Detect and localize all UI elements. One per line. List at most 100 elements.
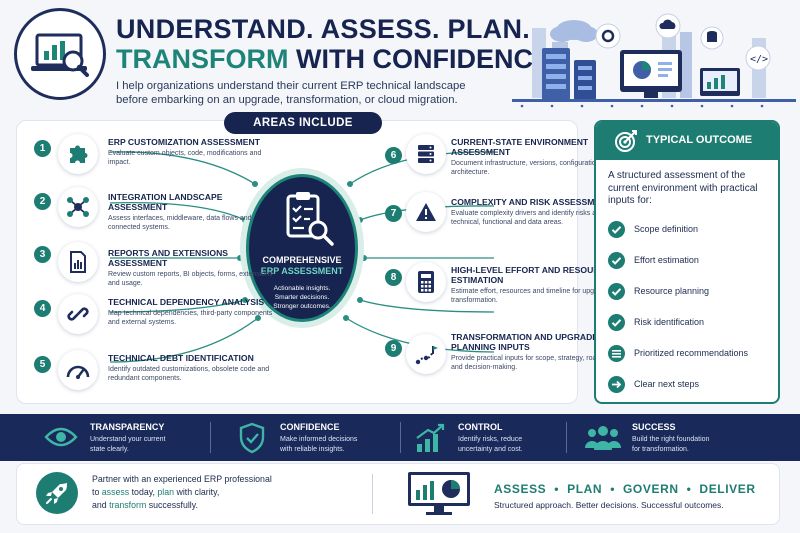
shield-check-icon	[239, 422, 265, 454]
footer-and: and	[92, 500, 110, 510]
gauge-icon	[58, 350, 98, 390]
step-plan: PLAN	[567, 482, 603, 496]
area-desc: Estimate effort, resources and timeline …	[451, 288, 617, 304]
footer-line2: to assess today, plan with clarity,	[92, 486, 292, 499]
target-icon	[615, 130, 637, 152]
hub-subtitle: Actionable insights. Smarter decisions. …	[246, 284, 358, 311]
area-title: INTEGRATION LANDSCAPE ASSESSMENT	[108, 192, 223, 212]
benefit-desc-line2: with reliable insights.	[280, 446, 345, 453]
area-item-5: TECHNICAL DEBT IDENTIFICATION Identify o…	[108, 353, 278, 383]
outcome-item: Clear next steps	[608, 375, 778, 395]
hub-sub-line1: Actionable insights.	[273, 285, 331, 292]
footer-divider	[372, 474, 373, 514]
area-item-4: TECHNICAL DEPENDENCY ANALYSIS Map techni…	[108, 297, 278, 327]
area-title: REPORTS AND EXTENSIONS ASSESSMENT	[108, 248, 229, 268]
step-separator: •	[686, 482, 692, 496]
svg-text:</>: </>	[750, 54, 768, 65]
area-item-3: REPORTS AND EXTENSIONS ASSESSMENT Review…	[108, 248, 278, 288]
item-number: 2	[34, 193, 51, 210]
area-item-6: CURRENT-STATE ENVIRONMENT ASSESSMENT Doc…	[451, 137, 621, 177]
link-icon	[58, 294, 98, 334]
check-icon	[608, 314, 625, 331]
areas-include-label: AREAS INCLUDE	[224, 112, 382, 134]
item-number: 6	[385, 147, 402, 164]
benefit-title: CONFIDENCE	[280, 422, 340, 432]
footer-card	[16, 463, 780, 525]
area-item-9: TRANSFORMATION AND UPGRADE PLANNING INPU…	[451, 332, 621, 372]
outcome-label: Risk identification	[634, 317, 705, 327]
growth-chart-icon	[416, 423, 445, 452]
outcome-item: Risk identification	[608, 313, 778, 333]
outcome-text: A structured assessment of the current e…	[608, 170, 758, 206]
band-divider	[210, 422, 211, 453]
check-icon	[608, 283, 625, 300]
outcome-label: Prioritized recommendations	[634, 348, 749, 358]
item-number: 3	[34, 246, 51, 263]
area-desc: Provide practical inputs for scope, stra…	[451, 355, 614, 371]
benefit-desc-line1: Build the right foundation	[632, 436, 710, 443]
footer-today: today,	[129, 487, 158, 497]
analytics-laptop-icon	[14, 8, 106, 100]
benefit-control: CONTROL Identify risks, reduce uncertaint…	[414, 414, 564, 461]
outcome-item: Prioritized recommendations	[608, 344, 778, 364]
outcome-label: Clear next steps	[634, 379, 700, 389]
puzzle-icon	[58, 134, 98, 174]
area-desc: Evaluate complexity drivers and identify…	[451, 210, 613, 226]
benefit-title: SUCCESS	[632, 422, 676, 432]
benefit-desc-line1: Make informed decisions	[280, 436, 358, 443]
area-title: TECHNICAL DEPENDENCY ANALYSIS	[108, 297, 265, 307]
benefit-success: SUCCESS Build the right foundation for tr…	[584, 414, 784, 461]
item-number: 7	[385, 205, 402, 222]
benefit-desc-line1: Identify risks, reduce	[458, 436, 523, 443]
list-icon	[608, 345, 625, 362]
area-title: ERP CUSTOMIZATION ASSESSMENT	[108, 137, 260, 147]
hub-sub-line3: Stronger outcomes.	[273, 303, 331, 310]
outcome-label: Effort estimation	[634, 255, 699, 265]
benefit-desc: Identify risks, reduce uncertainty and co…	[458, 435, 523, 455]
areas-panel	[16, 120, 578, 404]
step-separator: •	[554, 482, 560, 496]
footer-message: Partner with an experienced ERP professi…	[92, 473, 292, 512]
rocket-icon	[36, 472, 78, 514]
typical-outcome-card: TYPICAL OUTCOME A structured assessment …	[594, 120, 780, 404]
area-item-7: COMPLEXITY AND RISK ASSESSMENT Evaluate …	[451, 197, 621, 227]
area-item-2: INTEGRATION LANDSCAPE ASSESSMENT Assess …	[108, 192, 278, 232]
item-number: 5	[34, 356, 51, 373]
benefit-title: TRANSPARENCY	[90, 422, 165, 432]
arrow-right-icon	[608, 376, 625, 393]
footer-transform: transform	[109, 500, 147, 510]
area-title: TECHNICAL DEBT IDENTIFICATION	[108, 353, 254, 363]
item-number: 1	[34, 140, 51, 157]
area-desc: Identify outdated customizations, obsole…	[108, 366, 270, 382]
footer-clarity: with clarity,	[174, 487, 220, 497]
title-accent: TRANSFORM	[116, 44, 289, 74]
benefit-desc-line2: for transformation.	[632, 446, 689, 453]
footer-line1: Partner with an experienced ERP professi…	[92, 474, 272, 484]
area-title: COMPLEXITY AND RISK ASSESSMENT	[451, 197, 612, 207]
area-desc: Evaluate custom objects, code, modificat…	[108, 150, 262, 166]
page-title-line1: UNDERSTAND. ASSESS. PLAN.	[116, 14, 531, 44]
team-icon	[585, 426, 621, 450]
hub-title: COMPREHENSIVE ERP ASSESSMENT	[246, 255, 358, 277]
benefit-desc-line2: uncertainty and cost.	[458, 446, 523, 453]
hub-sub-line2: Smarter decisions.	[274, 294, 330, 301]
footer-line3: and transform successfully.	[92, 499, 292, 512]
benefit-desc-line2: state clearly.	[90, 446, 129, 453]
benefit-desc: Build the right foundation for transforma…	[632, 435, 709, 455]
area-title: CURRENT-STATE ENVIRONMENT ASSESSMENT	[451, 137, 589, 157]
step-deliver: DELIVER	[699, 482, 756, 496]
outcome-item: Resource planning	[608, 282, 778, 302]
footer-to: to	[92, 487, 102, 497]
roadmap-icon	[406, 334, 446, 374]
cloud-icon	[550, 20, 598, 42]
benefit-desc: Make informed decisions with reliable ins…	[280, 435, 357, 455]
step-govern: GOVERN	[623, 482, 679, 496]
band-divider	[400, 422, 401, 453]
benefit-title: CONTROL	[458, 422, 503, 432]
item-number: 8	[385, 269, 402, 286]
clipboard-magnifier-icon	[286, 192, 334, 246]
process-steps: ASSESS•PLAN•GOVERN•DELIVER	[494, 482, 756, 496]
dotted-ground	[520, 104, 764, 108]
